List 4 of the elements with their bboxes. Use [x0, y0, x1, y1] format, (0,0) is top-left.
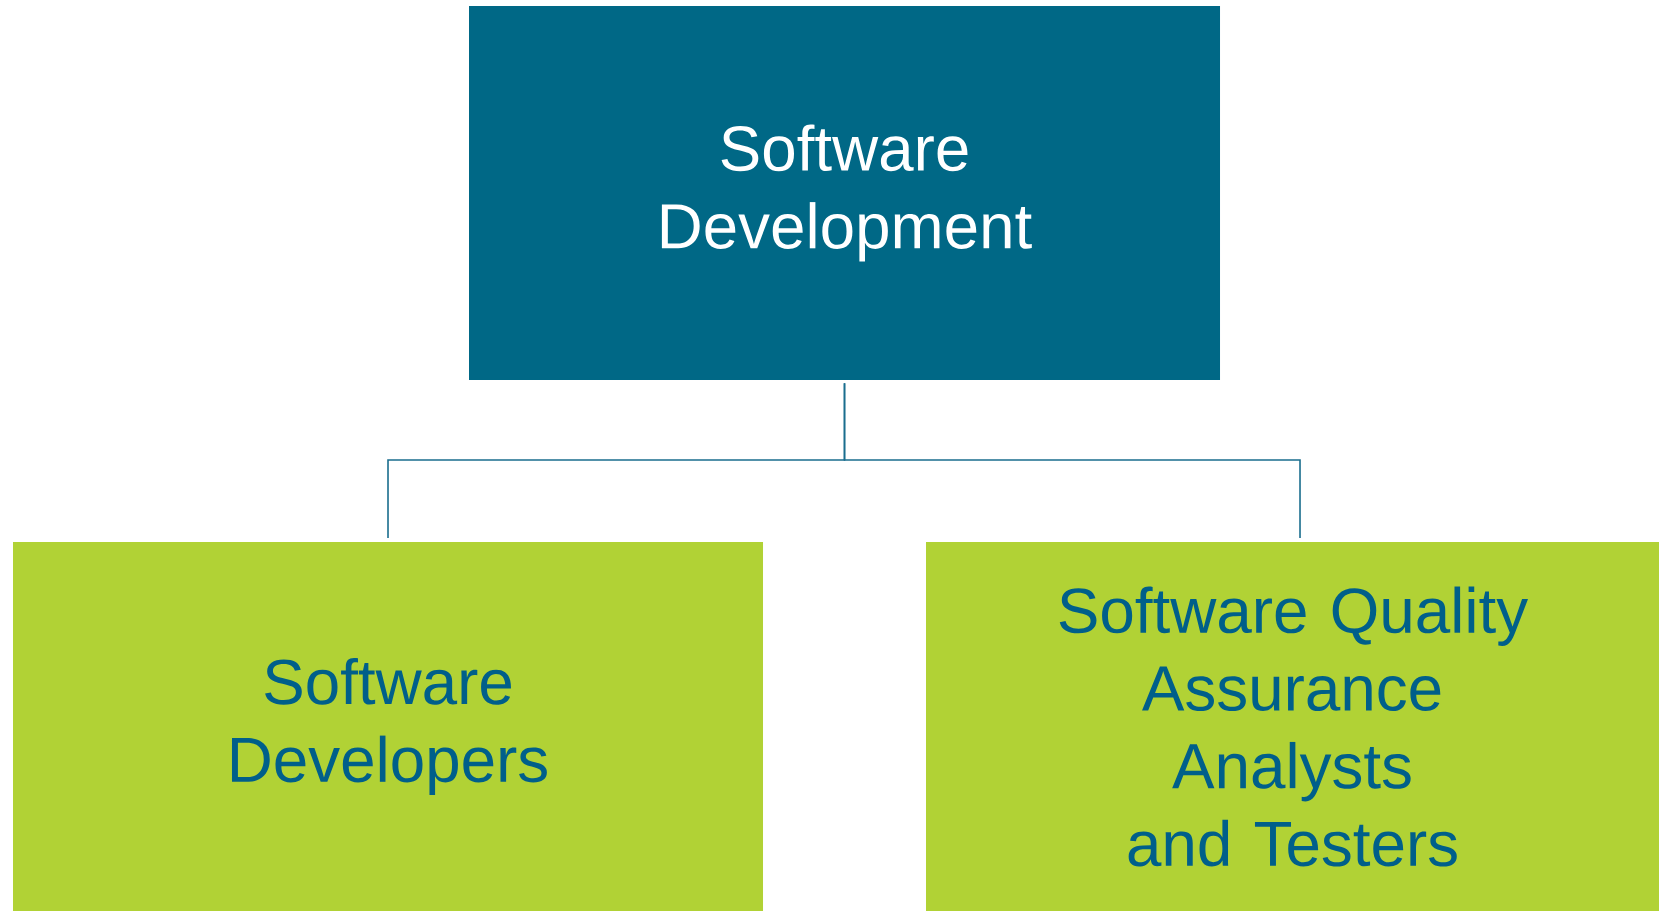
org-box: Software Developers [13, 542, 763, 911]
org-box: Software Development [469, 6, 1220, 380]
org-box: Software Quality Assurance Analysts and Testers [926, 542, 1659, 911]
connector-line [843, 382, 1301, 539]
